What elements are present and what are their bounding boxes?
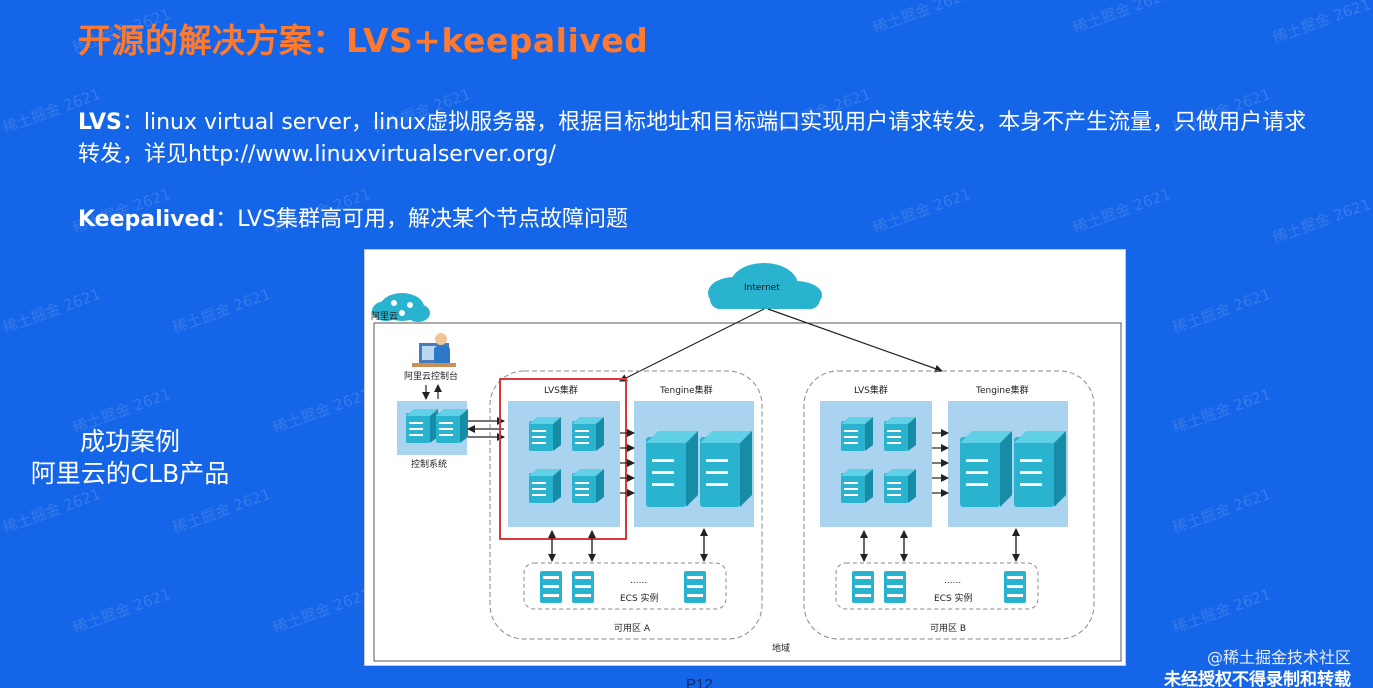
watermark: 稀土掘金 2621 bbox=[1270, 0, 1373, 48]
brand-watermark: @稀土掘金技术社区 bbox=[1206, 648, 1351, 667]
lvs-cluster-label-b: LVS集群 bbox=[854, 384, 888, 396]
lvs-term: LVS bbox=[78, 110, 122, 135]
region-box bbox=[373, 322, 1122, 662]
watermark: 稀土掘金 2621 bbox=[0, 484, 104, 538]
watermark: 稀土掘金 2621 bbox=[170, 284, 274, 338]
watermark: 稀土掘金 2621 bbox=[1070, 0, 1174, 38]
tengine-cluster-label-b: Tengine集群 bbox=[975, 384, 1029, 396]
ecs-dots-a: ...... bbox=[630, 576, 647, 586]
ecs-dots-b: ...... bbox=[944, 576, 961, 586]
watermark: 稀土掘金 2621 bbox=[0, 284, 104, 338]
success-case: 成功案例 阿里云的CLB产品 bbox=[0, 426, 260, 490]
copyright-note: 未经授权不得录制和转载 bbox=[1164, 670, 1351, 688]
architecture-diagram: 阿里云 Internet 阿里云控制台 bbox=[364, 249, 1126, 666]
tengine-cluster-label-a: Tengine集群 bbox=[659, 384, 713, 396]
region-label: 地域 bbox=[772, 642, 790, 654]
aliyun-cloud-icon bbox=[372, 293, 430, 322]
ecs-label-b: ECS 实例 bbox=[934, 592, 973, 604]
control-system-label: 控制系统 bbox=[411, 458, 447, 470]
zone-a-label: 可用区 A bbox=[614, 623, 651, 634]
lvs-highlight-a bbox=[499, 378, 627, 540]
watermark: 稀土掘金 2621 bbox=[1170, 384, 1274, 438]
case-heading: 成功案例 bbox=[79, 427, 180, 456]
zone-a-box bbox=[489, 370, 763, 640]
watermark: 稀土掘金 2621 bbox=[1070, 184, 1174, 238]
watermark: 稀土掘金 2621 bbox=[70, 584, 174, 638]
lvs-description: LVS：linux virtual server，linux虚拟服务器，根据目标… bbox=[78, 107, 1328, 171]
watermark: 稀土掘金 2621 bbox=[1170, 584, 1274, 638]
zone-b-label: 可用区 B bbox=[930, 623, 966, 634]
keepalived-description: Keepalived：LVS集群高可用，解决某个节点故障问题 bbox=[78, 204, 628, 236]
keepalived-text: ：LVS集群高可用，解决某个节点故障问题 bbox=[215, 207, 629, 232]
console-icon bbox=[412, 333, 456, 367]
internet-label: Internet bbox=[744, 283, 780, 293]
page-number: P12 bbox=[686, 676, 713, 688]
lvs-text: ：linux virtual server，linux虚拟服务器，根据目标地址和… bbox=[78, 110, 1307, 167]
watermark: 稀土掘金 2621 bbox=[870, 0, 974, 38]
watermark: 稀土掘金 2621 bbox=[270, 584, 374, 638]
watermark: 稀土掘金 2621 bbox=[270, 384, 374, 438]
slide-title: 开源的解决方案：LVS+keepalived bbox=[78, 21, 649, 60]
watermark: 稀土掘金 2621 bbox=[1170, 484, 1274, 538]
ecs-group-a bbox=[523, 562, 727, 610]
internet-cloud-icon bbox=[708, 263, 822, 309]
watermark: 稀土掘金 2621 bbox=[170, 484, 274, 538]
case-product: 阿里云的CLB产品 bbox=[30, 459, 230, 488]
ecs-label-a: ECS 实例 bbox=[620, 592, 659, 604]
watermark: 稀土掘金 2621 bbox=[1270, 194, 1373, 248]
watermark: 稀土掘金 2621 bbox=[1170, 284, 1274, 338]
aliyun-label: 阿里云 bbox=[371, 311, 398, 322]
watermark: 稀土掘金 2621 bbox=[870, 184, 974, 238]
ecs-group-b bbox=[835, 562, 1039, 610]
keepalived-term: Keepalived bbox=[78, 207, 216, 232]
console-label: 阿里云控制台 bbox=[404, 370, 458, 382]
lvs-cluster-label-a: LVS集群 bbox=[544, 384, 578, 396]
